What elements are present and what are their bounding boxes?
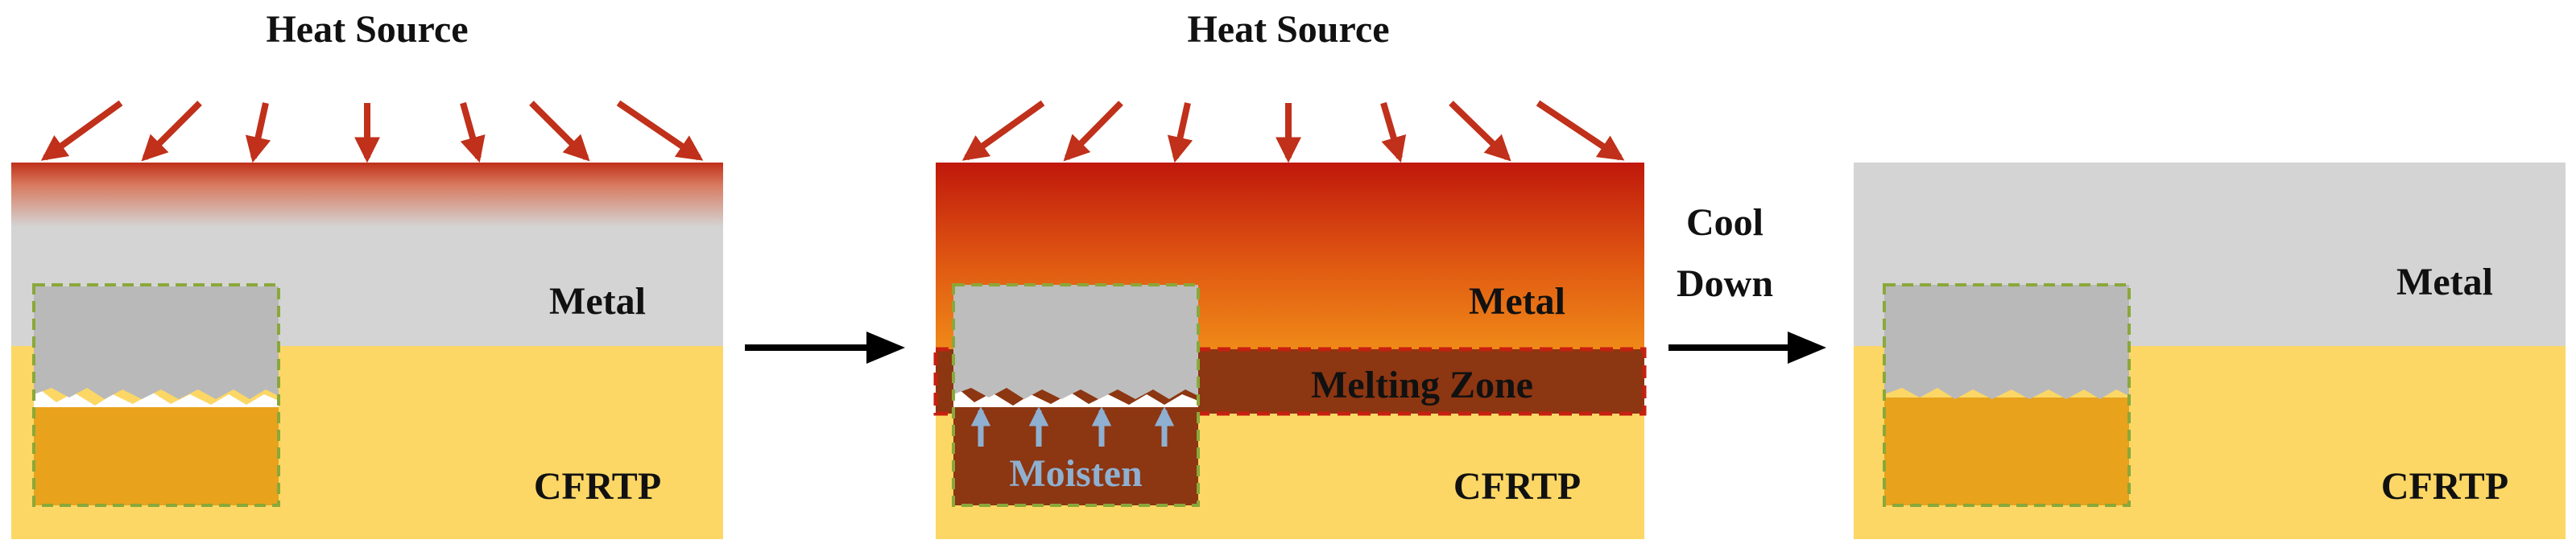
heat-source-label: Heat Source — [1187, 8, 1389, 51]
heat-arrow — [1536, 100, 1625, 161]
down-label: Down — [1677, 262, 1773, 305]
heat-arrow — [961, 100, 1045, 161]
heat-arrow — [529, 101, 590, 162]
panel-heating: Heat Source Moisten Melting Zone Metal C… — [933, 8, 1647, 539]
zoom-region-box — [32, 283, 280, 507]
heat-arrow — [1167, 102, 1193, 163]
heat-arrow — [1380, 101, 1407, 163]
melting-zone-box — [933, 347, 1647, 416]
cfrtp-inner-region — [1884, 398, 2129, 505]
heat-arrow — [1449, 101, 1511, 162]
heat-arrow — [141, 101, 202, 162]
zoom-region-box — [952, 283, 1200, 507]
zoom-region-box — [1883, 283, 2131, 507]
heat-arrow — [616, 100, 704, 161]
heat-arrow — [1063, 101, 1123, 162]
heat-arrow — [460, 101, 486, 163]
metal-label: Metal — [549, 280, 646, 323]
cfrtp-label: CFRTP — [534, 465, 661, 508]
moisten-arrows — [970, 406, 1175, 447]
metal-inner-region — [34, 286, 279, 399]
cfrtp-label: CFRTP — [1453, 465, 1581, 508]
interface-gap — [34, 385, 279, 407]
moisten-label: Moisten — [1009, 452, 1142, 495]
melting-zone-label: Melting Zone — [1311, 364, 1533, 406]
metal-label: Metal — [2396, 261, 2493, 303]
cfrtp-inner-region — [34, 407, 279, 505]
metal-inner-region — [1884, 285, 2129, 399]
heat-arrow — [40, 100, 123, 161]
heat-arrows — [961, 100, 1625, 163]
heat-arrow — [245, 102, 271, 163]
heat-arrows — [40, 100, 704, 163]
cool-label: Cool — [1686, 201, 1764, 244]
cool-down-transition: Cool Down — [1668, 201, 1826, 364]
interface-gap — [953, 385, 1198, 407]
metal-inner-region — [953, 285, 1198, 399]
panel-cooled: Metal CFRTP — [1854, 163, 2566, 539]
metal-label: Metal — [1469, 280, 1565, 323]
panel-initial: Heat Source Metal CFRTP — [11, 8, 723, 539]
heated-surface-gradient — [11, 163, 723, 227]
cfrtp-label: CFRTP — [2381, 465, 2508, 508]
process-arrow — [745, 332, 905, 364]
heat-source-label: Heat Source — [266, 8, 468, 51]
